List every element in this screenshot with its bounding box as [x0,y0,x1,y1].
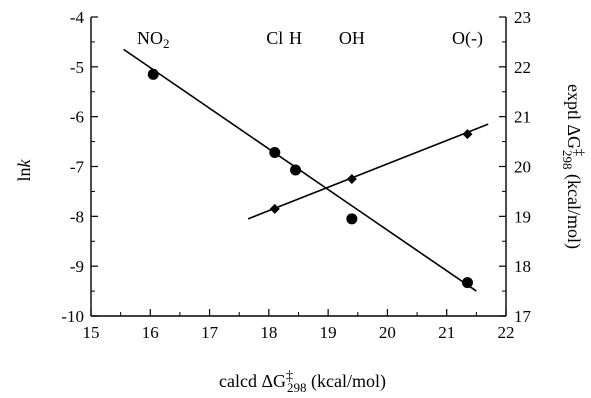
right-y-tick-label: 18 [514,257,531,276]
left-y-tick-label: -5 [70,58,84,77]
left-y-axis-title: lnk [14,158,34,181]
diamond-marker [346,173,357,184]
group-labels: NO2 Cl H OH O(-) [137,28,483,51]
circle-marker [147,68,159,80]
data-points [147,68,473,289]
diamond-marker [269,203,280,214]
circle-marker [269,147,281,159]
x-tick-label: 15 [83,323,100,342]
circle-marker [461,277,473,289]
fit-line-exptl [247,123,489,220]
left-y-tick-label: -10 [61,307,84,326]
left-y-tick-label: -6 [70,108,84,127]
right-y-tick-label: 22 [514,58,531,77]
fit-lines [123,48,489,292]
left-y-tick-label: -4 [70,8,85,27]
ticks: 15 16 17 18 19 20 21 22 -4 -5 -6 -7 -8 -9 -10 17 18 19 20 2… [61,8,531,342]
right-y-tick-label: 23 [514,8,531,27]
right-y-tick-label: 21 [514,108,531,127]
x-tick-label: 17 [201,323,219,342]
left-y-tick-label: -7 [70,158,85,177]
x-axis-title: calcd ΔG‡298 (kcal/mol) [219,369,386,395]
x-tick-label: 21 [438,323,455,342]
x-tick-label: 19 [320,323,337,342]
right-y-tick-label: 20 [514,158,531,177]
group-label: Cl [266,28,283,48]
circle-marker [346,213,358,225]
group-label: O(-) [452,28,483,49]
axis-titles: calcd ΔG‡298 (kcal/mol) lnk exptl ΔG‡298 (… [14,84,586,395]
x-tick-label: 20 [379,323,396,342]
right-y-tick-label: 19 [514,207,531,226]
x-tick-label: 16 [142,323,159,342]
group-label: OH [339,28,365,48]
group-label: NO2 [137,28,170,51]
left-y-tick-label: -8 [70,207,84,226]
circle-marker [290,164,302,176]
right-y-tick-label: 17 [514,307,532,326]
right-y-axis-title: exptl ΔG‡298 (kcal/mol) [560,84,586,249]
x-tick-label: 18 [260,323,277,342]
left-y-tick-label: -9 [70,257,84,276]
x-tick-label: 22 [498,323,515,342]
diamond-marker [462,129,473,140]
group-label: H [289,28,302,48]
